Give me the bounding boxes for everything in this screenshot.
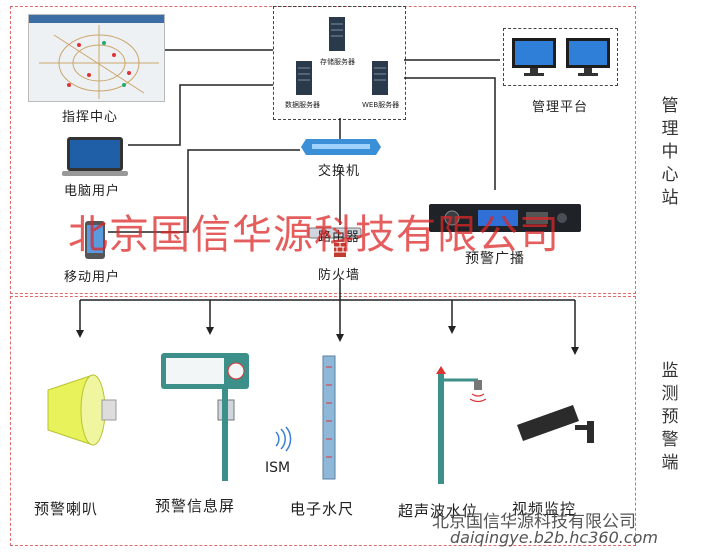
- horn-icon: [38, 370, 118, 454]
- monitor-icon: [510, 36, 614, 82]
- firewall-icon: [333, 242, 347, 262]
- ultrasonic-icon: [432, 362, 492, 491]
- water-gauge-icon: [322, 355, 336, 484]
- mobile-user-label: 移动用户: [64, 270, 121, 285]
- switch-icon: [300, 138, 382, 160]
- broadcast-device-icon: [428, 203, 582, 237]
- firewall-label: 防火墙: [318, 268, 361, 283]
- web-server-icon: [371, 60, 389, 100]
- smartphone-icon: [84, 220, 106, 264]
- water-gauge-label: 电子水尺: [290, 500, 355, 518]
- router-icon: [308, 224, 362, 243]
- data-server-label: 数据服务器: [285, 101, 320, 109]
- watermark-company: 北京国信华源科技有限公司: [68, 212, 560, 258]
- video-label: 视频监控: [512, 500, 577, 518]
- data-server-icon: [295, 60, 313, 100]
- monitoring-zone: [10, 296, 636, 546]
- warning-broadcast-label: 预警广播: [465, 251, 525, 267]
- wireless-signal-icon: [268, 426, 294, 456]
- platform-group: [503, 28, 618, 86]
- web-server-label: WEB服务器: [362, 101, 400, 109]
- router-label: 路由器: [318, 230, 361, 245]
- watermark-footer-company: 北京国信华源科技有限公司: [432, 512, 636, 532]
- monitoring-zone-title: 监测预警端: [661, 361, 679, 473]
- camera-icon: [515, 403, 597, 449]
- storage-server-icon: [328, 16, 346, 56]
- management-zone-title: 管理中心站: [661, 96, 679, 208]
- watermark-footer-url: daiqingye.b2b.hc360.com: [450, 528, 659, 547]
- switch-label: 交换机: [318, 164, 361, 179]
- command-center-label: 指挥中心: [62, 110, 119, 125]
- pc-user-label: 电脑用户: [64, 184, 121, 199]
- horn-label: 预警喇叭: [34, 500, 99, 518]
- ultrasonic-label: 超声波水位: [398, 502, 479, 520]
- info-screen-icon: [160, 352, 250, 486]
- ism-label: ISM: [265, 460, 291, 476]
- command-center-map-icon: [28, 14, 165, 102]
- laptop-icon: [62, 136, 128, 182]
- storage-server-label: 存储服务器: [320, 58, 355, 66]
- info-screen-label: 预警信息屏: [155, 497, 236, 515]
- management-platform-label: 管理平台: [532, 100, 589, 115]
